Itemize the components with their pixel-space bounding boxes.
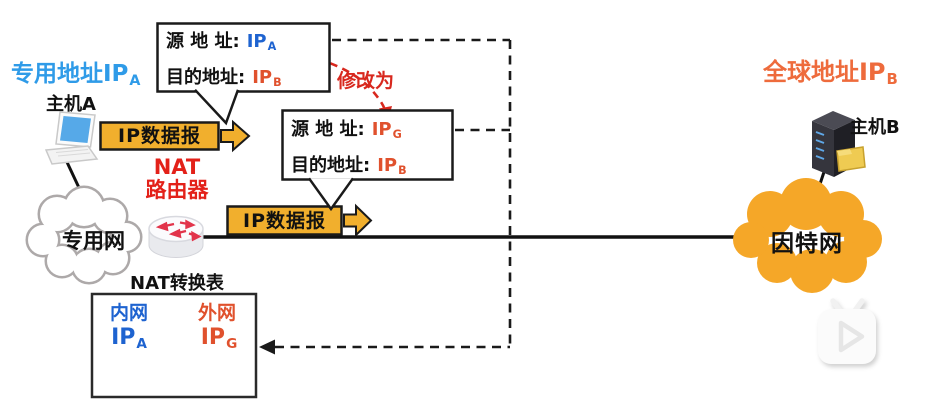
- nat-router-line2: 路由器: [145, 177, 209, 202]
- dest-ip: IPB: [252, 67, 282, 90]
- nat-router-line1: NAT: [153, 155, 201, 179]
- server-icon: [812, 111, 866, 177]
- global-address-sub: B: [886, 70, 898, 89]
- nat-table-ip-external: IPG: [200, 325, 238, 352]
- dest-address-row: 目的地址: IPB: [291, 150, 407, 186]
- nat-table-title: NAT转换表: [130, 273, 224, 294]
- host-b-label: 主机B: [850, 117, 900, 138]
- datagram-arrow-2: [226, 203, 373, 238]
- source-address-row: 源 地 址: IPA: [166, 26, 282, 62]
- global-address-base: 全球地址IP: [763, 58, 886, 86]
- nat-table-box: [90, 292, 258, 399]
- block-arrowhead-icon: [343, 203, 373, 238]
- dashed-arrowhead-to-table: [259, 339, 275, 355]
- nat-table-col-external: 外网: [197, 302, 236, 324]
- global-address-title: 全球地址IPB: [763, 52, 898, 88]
- dest-label: 目的地址:: [166, 67, 246, 89]
- block-arrowhead-icon: [220, 119, 251, 153]
- internet-label: 因特网: [771, 231, 843, 257]
- source-address-row: 源 地 址: IPG: [291, 114, 407, 150]
- private-address-sub: A: [129, 72, 141, 89]
- private-address-title: 专用地址IPA: [11, 54, 140, 89]
- packet-before-text: 源 地 址: IPA 目的地址: IPB: [166, 26, 282, 98]
- datagram-arrow-1: [99, 119, 251, 153]
- nat-router-label: NAT 路由器: [124, 156, 230, 201]
- packet-after-tail: [307, 177, 355, 212]
- packet-before-box: [156, 22, 331, 93]
- play-tv-watermark-icon: [818, 298, 876, 364]
- ip-datagram-label-2: IP数据报: [243, 210, 326, 232]
- dest-label: 目的地址:: [291, 155, 371, 177]
- packet-before-tail: [194, 88, 240, 126]
- private-net-cloud: [25, 185, 143, 285]
- router-icon: [148, 215, 204, 258]
- private-address-base: 专用地址IP: [11, 61, 129, 87]
- nat-table-ip-internal: IPA: [111, 325, 147, 352]
- dashed-reference-path: [275, 38, 512, 349]
- source-label: 源 地 址:: [291, 119, 365, 140]
- laptop-icon: [44, 111, 99, 165]
- source-label: 源 地 址:: [166, 31, 240, 52]
- dest-ip: IPB: [377, 155, 407, 178]
- modify-note: 修改为: [337, 70, 395, 92]
- private-net-label: 专用网: [62, 229, 125, 253]
- source-ip: IPA: [246, 31, 277, 54]
- nat-table-col-internal: 内网: [109, 302, 148, 324]
- ip-datagram-label-1: IP数据报: [118, 125, 201, 147]
- host-a-label: 主机A: [46, 94, 96, 115]
- play-icon: [838, 320, 865, 353]
- internet-cloud: [733, 178, 882, 293]
- packet-after-box: [281, 109, 454, 181]
- dest-address-row: 目的地址: IPB: [166, 62, 282, 98]
- packet-after-text: 源 地 址: IPG 目的地址: IPB: [291, 114, 407, 186]
- source-ip: IPG: [371, 119, 402, 142]
